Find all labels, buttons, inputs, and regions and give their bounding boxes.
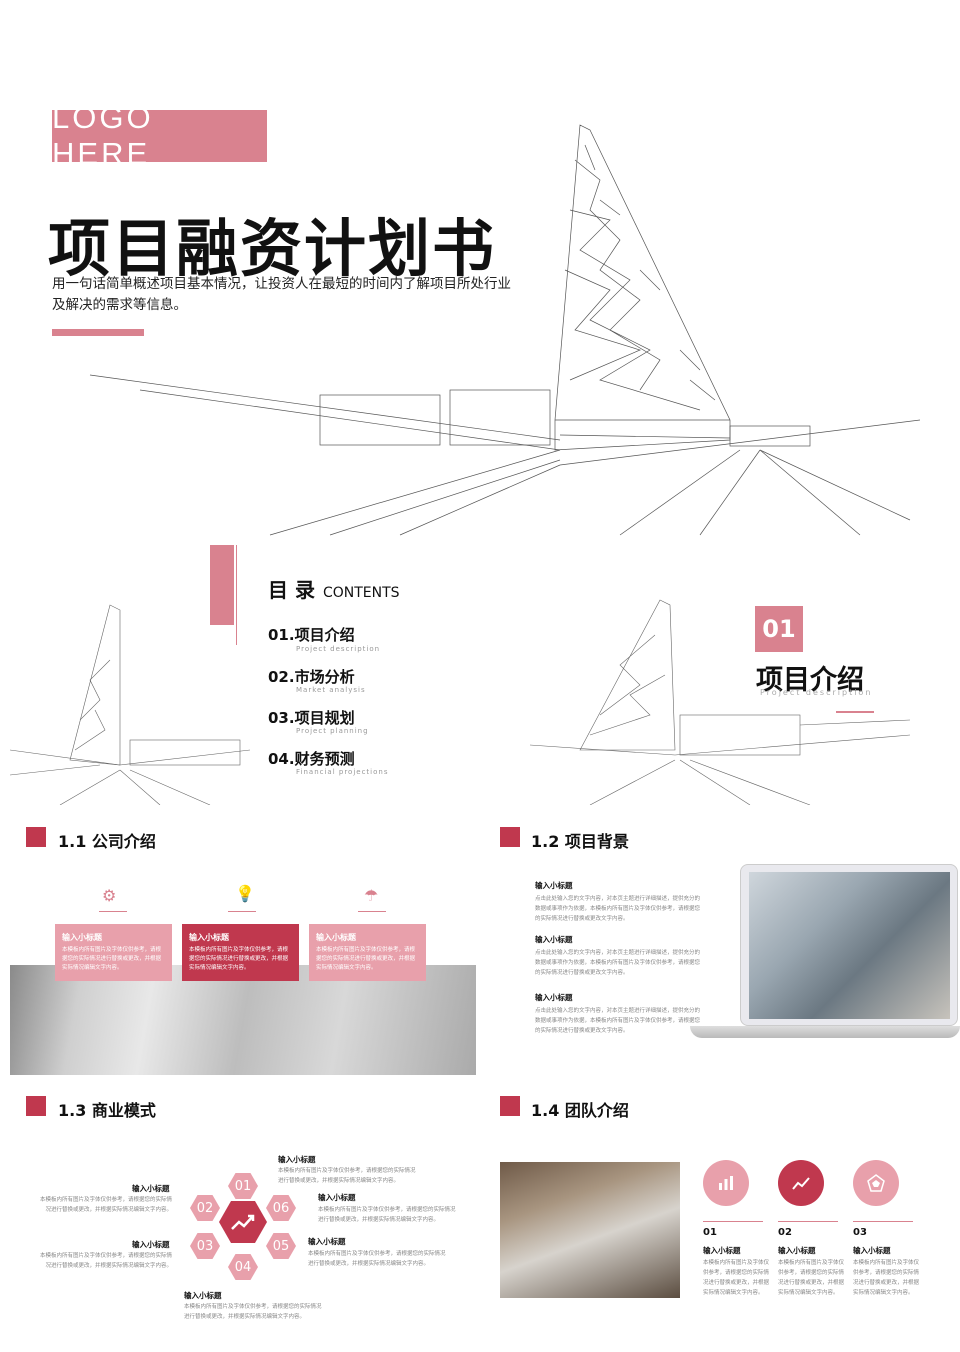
- umbrella-icon: ☂: [364, 886, 379, 905]
- member-text: 本模板内所有图片及字体仅供参考，请根据您的实际情况进行替换或更改，并根据实际情况…: [778, 1260, 845, 1296]
- bar-chart-icon: [703, 1160, 749, 1206]
- section-building-sketch: [529, 599, 911, 805]
- toc-item-3[interactable]: 03.项目规划: [268, 709, 355, 727]
- member-title: 输入小标题: [853, 1246, 891, 1255]
- laptop-screen-photo: [749, 872, 950, 1019]
- member-divider: [778, 1221, 838, 1222]
- model-block-text: 本模板内所有图片及字体仅供参考，请根据您的实际情况进行替换或更改，并根据实际情况…: [318, 1207, 456, 1223]
- line-chart-icon: [778, 1160, 824, 1206]
- bg-item-text: 点击此处输入您的文字内容，对本页主题进行详细描述，提供充分的数据或事项作为依据，…: [535, 1008, 701, 1034]
- info-card: 输入小标题 本模板内所有图片及字体仅供参考，请根据您的实际情况进行替换或更改，并…: [55, 924, 172, 981]
- member-number: 03: [853, 1227, 867, 1238]
- toc-item-3-sub: Project planning: [296, 727, 369, 735]
- hex-05: 05: [266, 1233, 296, 1259]
- building-photo: [10, 965, 476, 1075]
- member-title: 输入小标题: [703, 1246, 741, 1255]
- section-title: 项目介绍: [756, 665, 864, 696]
- icon-divider: [228, 911, 256, 912]
- toc-item-4[interactable]: 04.财务预测: [268, 750, 355, 768]
- card-text: 本模板内所有图片及字体仅供参考，请根据您的实际情况进行替换或更改，并根据实际情况…: [189, 947, 289, 971]
- laptop-base: [690, 1026, 960, 1038]
- member-title: 输入小标题: [778, 1246, 816, 1255]
- card-title: 输入小标题: [316, 933, 356, 942]
- heading-1-1: 1.1 公司介绍: [58, 832, 156, 851]
- model-block-text: 本模板内所有图片及字体仅供参考，请根据您的实际情况进行替换或更改，并根据实际情况…: [39, 1197, 172, 1213]
- hex-01: 01: [228, 1173, 258, 1199]
- bg-item-title: 输入小标题: [535, 881, 573, 890]
- member-text: 本模板内所有图片及字体仅供参考，请根据您的实际情况进行替换或更改，并根据实际情况…: [703, 1260, 770, 1296]
- toc-building-sketch: [10, 604, 251, 805]
- card-text: 本模板内所有图片及字体仅供参考，请根据您的实际情况进行替换或更改，并根据实际情况…: [316, 947, 416, 971]
- toc-item-1-sub: Project description: [296, 645, 381, 653]
- member-divider: [703, 1221, 763, 1222]
- hex-03: 03: [190, 1233, 220, 1259]
- model-block-title: 输入小标题: [184, 1291, 222, 1300]
- member-number: 01: [703, 1227, 717, 1238]
- model-block-title: 输入小标题: [278, 1155, 316, 1164]
- toc-item-2[interactable]: 02.市场分析: [268, 668, 355, 686]
- icon-divider: [99, 911, 127, 912]
- section-marker: [26, 827, 46, 847]
- model-block-text: 本模板内所有图片及字体仅供参考，请根据您的实际情况进行替换或更改，并根据实际情况…: [278, 1168, 416, 1184]
- bg-item-text: 点击此处输入您的文字内容，对本页主题进行详细描述，提供充分的数据或事项作为依据，…: [535, 896, 701, 922]
- section-marker: [26, 1096, 46, 1116]
- icon-divider: [358, 911, 386, 912]
- model-block-text: 本模板内所有图片及字体仅供参考，请根据您的实际情况进行替换或更改，并根据实际情况…: [308, 1251, 446, 1267]
- toc-accent-bar: [210, 545, 234, 625]
- member-text: 本模板内所有图片及字体仅供参考，请根据您的实际情况进行替换或更改，并根据实际情况…: [853, 1260, 920, 1296]
- section-subtitle: Project description: [760, 688, 873, 697]
- hex-02: 02: [190, 1195, 220, 1221]
- card-text: 本模板内所有图片及字体仅供参考，请根据您的实际情况进行替换或更改，并根据实际情况…: [62, 947, 162, 971]
- model-block-title: 输入小标题: [132, 1240, 170, 1249]
- heading-1-2: 1.2 项目背景: [531, 832, 629, 851]
- team-photo: [500, 1162, 680, 1298]
- title-accent-bar: [52, 329, 144, 336]
- info-card: 输入小标题 本模板内所有图片及字体仅供参考，请根据您的实际情况进行替换或更改，并…: [182, 924, 299, 981]
- toc-item-2-sub: Market analysis: [296, 686, 366, 694]
- member-divider: [853, 1221, 913, 1222]
- hex-04: 04: [228, 1254, 258, 1280]
- model-block-title: 输入小标题: [308, 1237, 346, 1246]
- section-underline: [836, 711, 874, 713]
- model-block-title: 输入小标题: [132, 1184, 170, 1193]
- model-block-title: 输入小标题: [318, 1193, 356, 1202]
- toc-divider: [236, 545, 237, 645]
- gear-icon: ⚙: [102, 886, 117, 905]
- lightbulb-icon: 💡: [235, 884, 255, 903]
- radar-icon: [853, 1160, 899, 1206]
- section-number-box: 01: [755, 606, 803, 652]
- hex-06: 06: [266, 1195, 296, 1221]
- bg-item-title: 输入小标题: [535, 935, 573, 944]
- card-title: 输入小标题: [62, 933, 102, 942]
- building-sketch: [89, 124, 921, 536]
- heading-1-4: 1.4 团队介绍: [531, 1101, 629, 1120]
- model-block-text: 本模板内所有图片及字体仅供参考，请根据您的实际情况进行替换或更改，并根据实际情况…: [184, 1304, 322, 1320]
- info-card: 输入小标题 本模板内所有图片及字体仅供参考，请根据您的实际情况进行替换或更改，并…: [309, 924, 426, 981]
- section-marker: [500, 1096, 520, 1116]
- toc-item-1[interactable]: 01.项目介绍: [268, 626, 355, 644]
- member-number: 02: [778, 1227, 792, 1238]
- cover-title: 项目融资计划书: [48, 212, 497, 285]
- chart-growth-icon: [219, 1201, 267, 1243]
- toc-title-en: CONTENTS: [322, 585, 400, 601]
- section-marker: [500, 827, 520, 847]
- cards-row: 输入小标题 本模板内所有图片及字体仅供参考，请根据您的实际情况进行替换或更改，并…: [55, 924, 426, 981]
- cover-subtitle: 用一句话简单概述项目基本情况，让投资人在最短的时间内了解项目所处行业及解决的需求…: [52, 276, 511, 313]
- bg-item-text: 点击此处输入您的文字内容，对本页主题进行详细描述，提供充分的数据或事项作为依据，…: [535, 950, 701, 976]
- model-block-text: 本模板内所有图片及字体仅供参考，请根据您的实际情况进行替换或更改，并根据实际情况…: [39, 1253, 172, 1269]
- logo-box: LOGO HERE: [52, 100, 267, 171]
- card-title: 输入小标题: [189, 933, 229, 942]
- toc-item-4-sub: Financial projections: [296, 768, 389, 776]
- logo-text: LOGO HERE: [52, 100, 154, 171]
- heading-1-3: 1.3 商业模式: [58, 1101, 156, 1120]
- bg-item-title: 输入小标题: [535, 993, 573, 1002]
